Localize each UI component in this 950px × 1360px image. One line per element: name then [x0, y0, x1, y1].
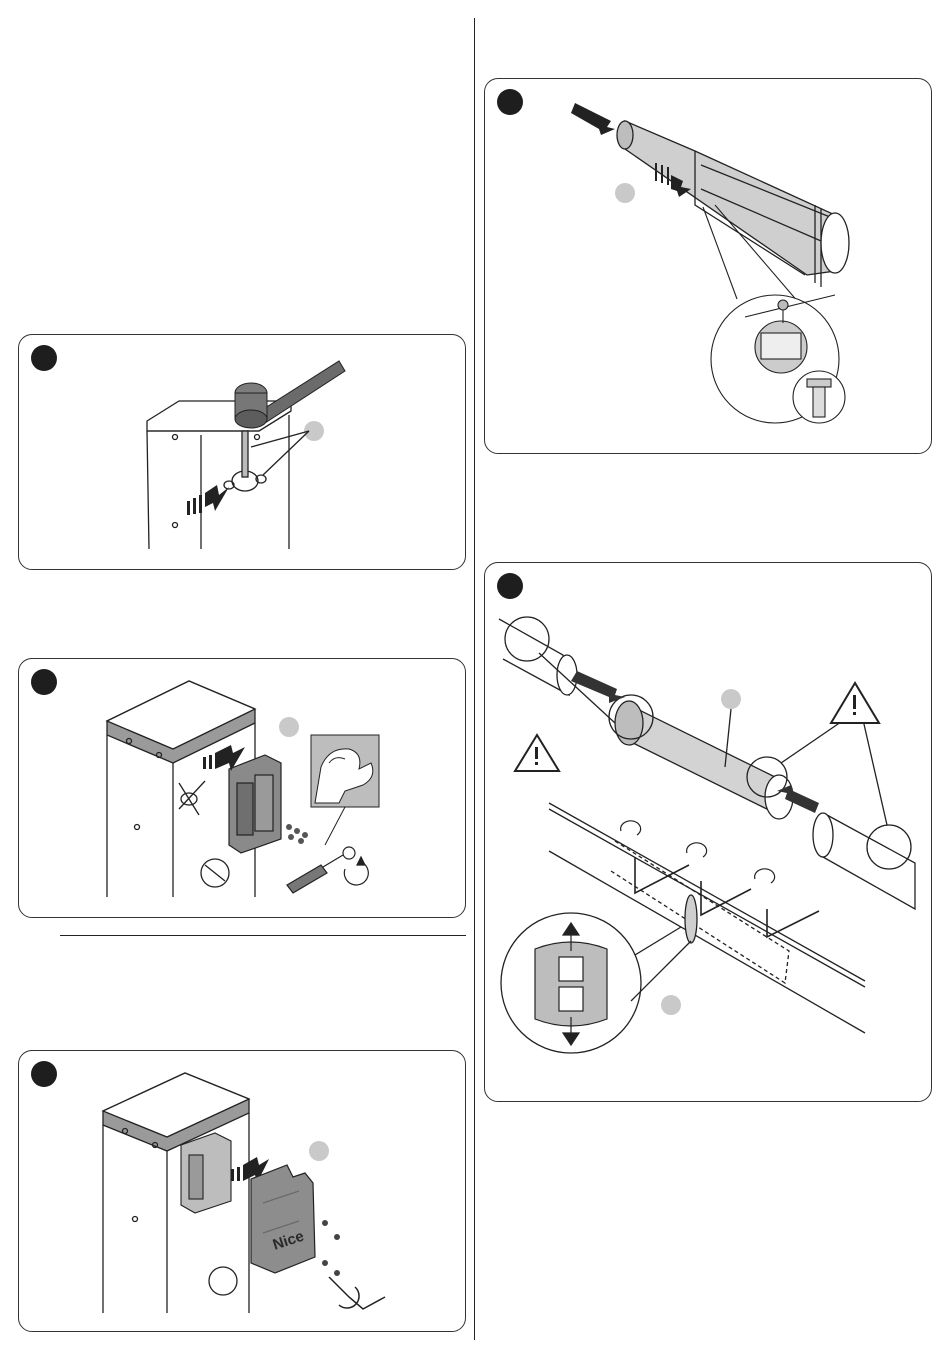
hex-key-icon	[329, 1277, 385, 1309]
boom-join-drawing	[485, 563, 932, 1102]
profile-insert-drawing	[485, 79, 932, 454]
figure-panel-2	[18, 658, 466, 918]
insert-arrow-icon	[571, 103, 615, 135]
strength-icon	[311, 735, 379, 807]
bracket-icon	[181, 1133, 231, 1213]
hex-wrench-icon	[287, 847, 368, 893]
mallet-install-drawing	[19, 335, 466, 570]
mallet-icon	[235, 361, 345, 428]
figure-panel-1	[18, 334, 466, 570]
figure-panel-3: Nice	[18, 1050, 466, 1332]
push-arrow-icon	[187, 485, 229, 515]
cover-icon	[251, 1165, 315, 1273]
bracket-icon	[229, 755, 281, 853]
figure-panel-4	[484, 78, 932, 454]
hex-key-icon	[635, 857, 819, 937]
bracket-mount-drawing	[19, 659, 466, 918]
cover-fit-drawing: Nice	[19, 1051, 466, 1332]
column-divider	[474, 18, 475, 1340]
rotate-arrow-icon	[621, 821, 775, 883]
screws-icon	[286, 824, 308, 844]
figure-panel-5	[484, 562, 932, 1102]
screws-icon	[322, 1220, 340, 1276]
horizontal-rule	[60, 935, 466, 936]
